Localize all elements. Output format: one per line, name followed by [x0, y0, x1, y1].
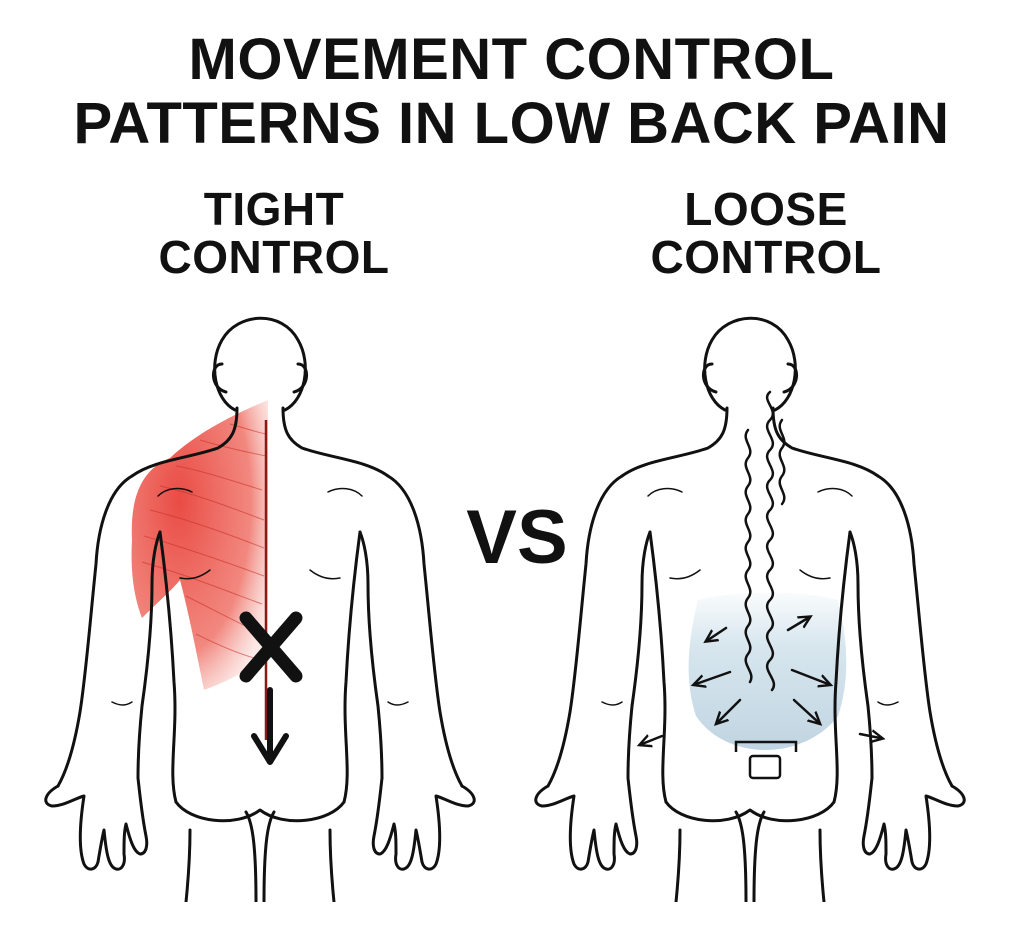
title-line-2: PATTERNS IN LOW BACK PAIN — [73, 91, 950, 156]
loose-control-figure — [534, 316, 966, 902]
loose-control-label-line-2: CONTROL — [650, 231, 882, 283]
sacrum-marker — [734, 740, 798, 780]
loose-control-label: LOOSE CONTROL — [586, 185, 946, 281]
title-line-1: MOVEMENT CONTROL — [188, 27, 835, 92]
down-arrow-icon — [251, 687, 289, 765]
vs-label: VS — [466, 495, 568, 580]
tight-control-label: TIGHT CONTROL — [94, 185, 454, 281]
diagram-title: MOVEMENT CONTROL PATTERNS IN LOW BACK PA… — [0, 28, 1023, 156]
tight-control-figure — [44, 316, 476, 902]
tight-control-label-line-1: TIGHT — [203, 183, 345, 235]
outward-arrows-icon — [642, 618, 880, 744]
stop-x-icon — [239, 611, 303, 683]
tight-muscle-highlight — [131, 400, 268, 690]
wavy-spine-icon — [744, 390, 786, 692]
tight-control-label-line-2: CONTROL — [158, 231, 390, 283]
loose-control-label-line-1: LOOSE — [684, 183, 848, 235]
